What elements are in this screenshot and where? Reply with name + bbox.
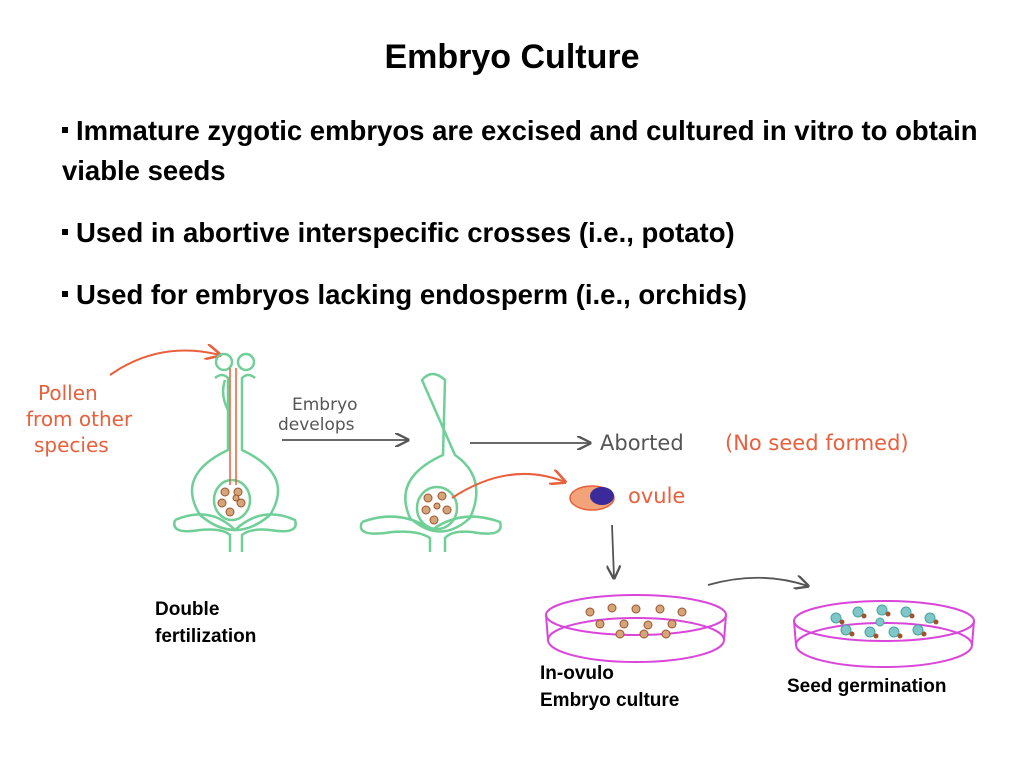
caption-line: Double <box>155 599 220 620</box>
pollen-text-2: from other <box>26 407 133 431</box>
caption-double-fertilization: Double fertilization <box>155 596 256 650</box>
aborted-label: Aborted (No seed formed) <box>600 431 909 455</box>
culture-arrow <box>612 524 614 578</box>
bullet-embryo-excision: Immature zygotic embryos are excised and… <box>62 111 992 191</box>
caption-line: fertilization <box>155 626 257 647</box>
embryo-develops-label: Embryo develops <box>278 395 358 435</box>
embryo-sac-1 <box>217 487 246 517</box>
embryo-develops-text-2: develops <box>278 415 355 435</box>
bullet-marker <box>62 290 68 297</box>
pollen-tubes <box>229 368 237 485</box>
pollen-text-3: species <box>34 433 109 457</box>
pollen-text-1: Pollen <box>38 381 98 405</box>
no-seed-text: (No seed formed) <box>725 431 909 455</box>
bullet-interspecific-crosses: Used in abortive interspecific crosses (… <box>62 213 992 253</box>
caption-line: In-ovulo <box>540 663 614 684</box>
pollen-arrow <box>109 351 220 376</box>
ovule-text: ovule <box>628 484 685 508</box>
caption-inovulo-culture: In-ovulo Embryo culture <box>540 660 679 714</box>
bullet-marker <box>62 126 68 133</box>
ovule-arrow <box>451 474 565 499</box>
caption-line: Embryo culture <box>540 690 680 711</box>
slide-title: Embryo Culture <box>384 38 640 76</box>
germination-arrow <box>707 578 808 586</box>
caption-seed-germination: Seed germination <box>787 676 947 697</box>
aborted-text: Aborted <box>600 431 684 455</box>
bullet-text: Used in abortive interspecific crosses (… <box>76 217 735 248</box>
embryo-develops-text-1: Embryo <box>292 395 358 415</box>
pollen-label: Pollen from other species <box>26 381 133 457</box>
bullet-lacking-endosperm: Used for embryos lacking endosperm (i.e.… <box>62 275 992 315</box>
petri-dish-inovulo <box>545 594 727 663</box>
embryo-sac-2 <box>421 491 452 525</box>
bullet-text: Used for embryos lacking endosperm (i.e.… <box>76 279 747 310</box>
flower-double-fertilization <box>173 352 297 552</box>
bullet-text: Immature zygotic embryos are excised and… <box>62 115 978 186</box>
flower-embryo-developing <box>359 372 502 552</box>
bullet-marker <box>62 228 68 235</box>
embryo-culture-diagram: Pollen from other species Embryo <box>26 320 975 668</box>
ovule <box>569 485 615 511</box>
petri-dish-germination <box>793 600 975 668</box>
